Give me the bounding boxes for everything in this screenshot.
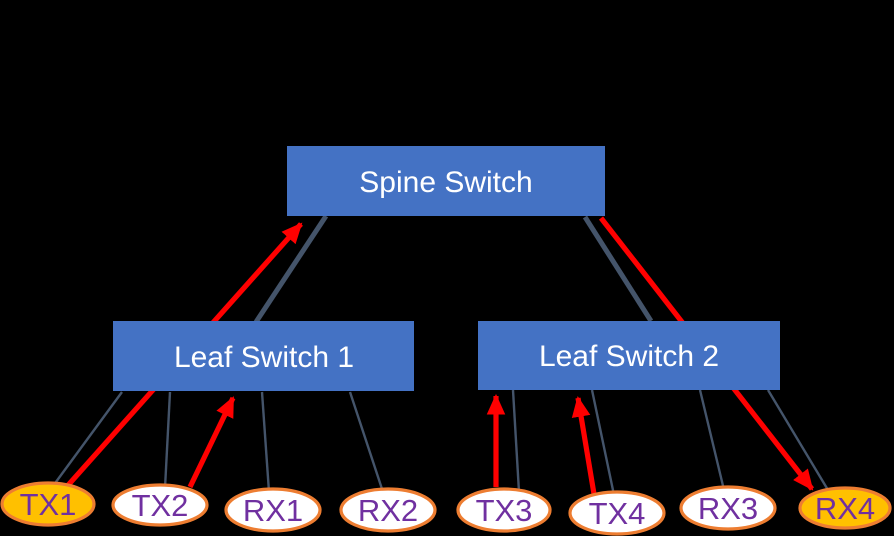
flow-tx4-to-leaf2-arrow: [571, 395, 597, 495]
endpoint-tx4: [568, 490, 666, 536]
endpoint-tx2: [111, 483, 209, 527]
link-leaf2-spine: [582, 215, 654, 323]
link-leaf2-tx3: [511, 389, 521, 493]
endpoint-rx1-label: RX1: [243, 493, 303, 528]
endpoint-rx1: [224, 487, 322, 533]
physical-links: [52, 214, 830, 496]
spine-switch-label: Spine Switch: [359, 166, 532, 199]
link-leaf2-tx4: [590, 389, 616, 496]
link-leaf2-rx4: [766, 389, 830, 491]
link-leaf1-tx1: [52, 391, 123, 487]
endpoint-tx4-label: TX4: [589, 496, 646, 531]
link-leaf1-rx1: [260, 391, 271, 493]
link-leaf1-rx2: [348, 391, 385, 493]
flow-tx2-to-leaf1-arrow: [187, 396, 236, 489]
endpoint-rx2-label: RX2: [358, 493, 418, 528]
spine-switch-box: [287, 146, 605, 216]
endpoint-tx3: [456, 487, 552, 533]
leaf-switch-1-box: [113, 321, 414, 391]
switches: Spine Switch Leaf Switch 1 Leaf Switch 2: [113, 146, 780, 391]
link-leaf1-spine: [253, 214, 329, 324]
endpoint-tx2-label: TX2: [132, 488, 189, 523]
endpoint-tx1: [0, 481, 96, 527]
endpoint-rx4: [798, 486, 892, 530]
endpoints: TX1 TX2 RX1 RX2 TX3 TX4 RX3 RX4: [0, 481, 892, 536]
endpoint-tx1-label: TX1: [20, 487, 77, 522]
endpoint-rx4-label: RX4: [815, 491, 875, 526]
leaf-switch-2-box: [478, 321, 780, 390]
link-leaf1-tx2: [163, 391, 172, 489]
endpoint-rx3: [679, 485, 777, 531]
link-leaf2-rx3: [698, 389, 726, 491]
leaf-switch-2-label: Leaf Switch 2: [539, 340, 719, 373]
endpoint-tx3-label: TX3: [476, 493, 533, 528]
endpoint-rx2: [339, 487, 437, 533]
endpoint-rx3-label: RX3: [698, 491, 758, 526]
leaf-switch-1-label: Leaf Switch 1: [174, 341, 354, 374]
